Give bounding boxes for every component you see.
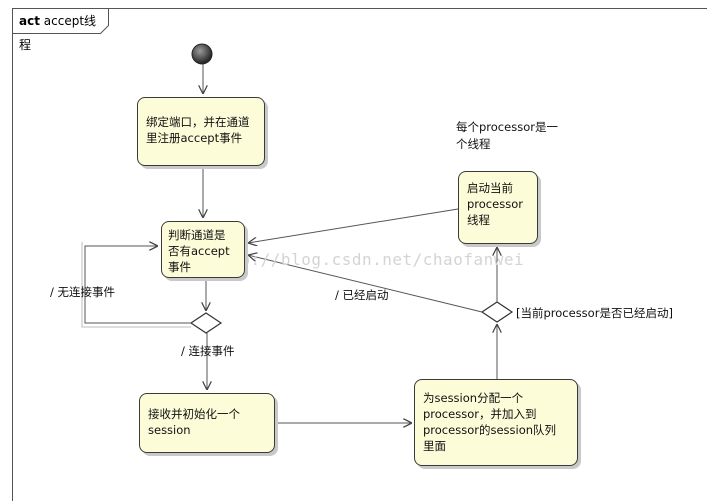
diagram-frame [12,8,707,501]
node-receive-session: 接收并初始化一个 session [139,393,275,453]
label-guard-processor-started: [当前processor是否已经启动] [516,306,673,320]
decision-connection [189,312,223,334]
node-bind-port: 绑定端口，并在通道 里注册accept事件 [137,97,265,166]
label-connection: / 连接事件 [181,344,235,358]
flow-no-connection-loop [84,246,191,324]
frame-name: accept线程 [19,14,97,52]
node-start-processor: 启动当前 processor 线程 [458,171,538,244]
flow-start-to-check [248,208,459,243]
loop-shadow [81,242,191,328]
frame-title: act accept线程 [13,9,108,52]
frame-keyword: act [19,14,40,28]
label-already-started: / 已经启动 [335,288,389,302]
frame-title-tab [12,8,109,34]
watermark: http://blog.csdn.net/chaofanwei [210,250,525,269]
initial-node [191,43,213,65]
node-check-accept: 判断通道是 否有accept 事件 [161,221,245,278]
label-no-connection: / 无连接事件 [50,285,116,299]
decision-processor-started [480,301,514,323]
note-processor-thread: 每个processor是一 个线程 [456,120,558,151]
node-assign-processor: 为session分配一个 processor，并加入到 processor的se… [414,379,578,466]
flow-started-to-check [248,255,483,313]
